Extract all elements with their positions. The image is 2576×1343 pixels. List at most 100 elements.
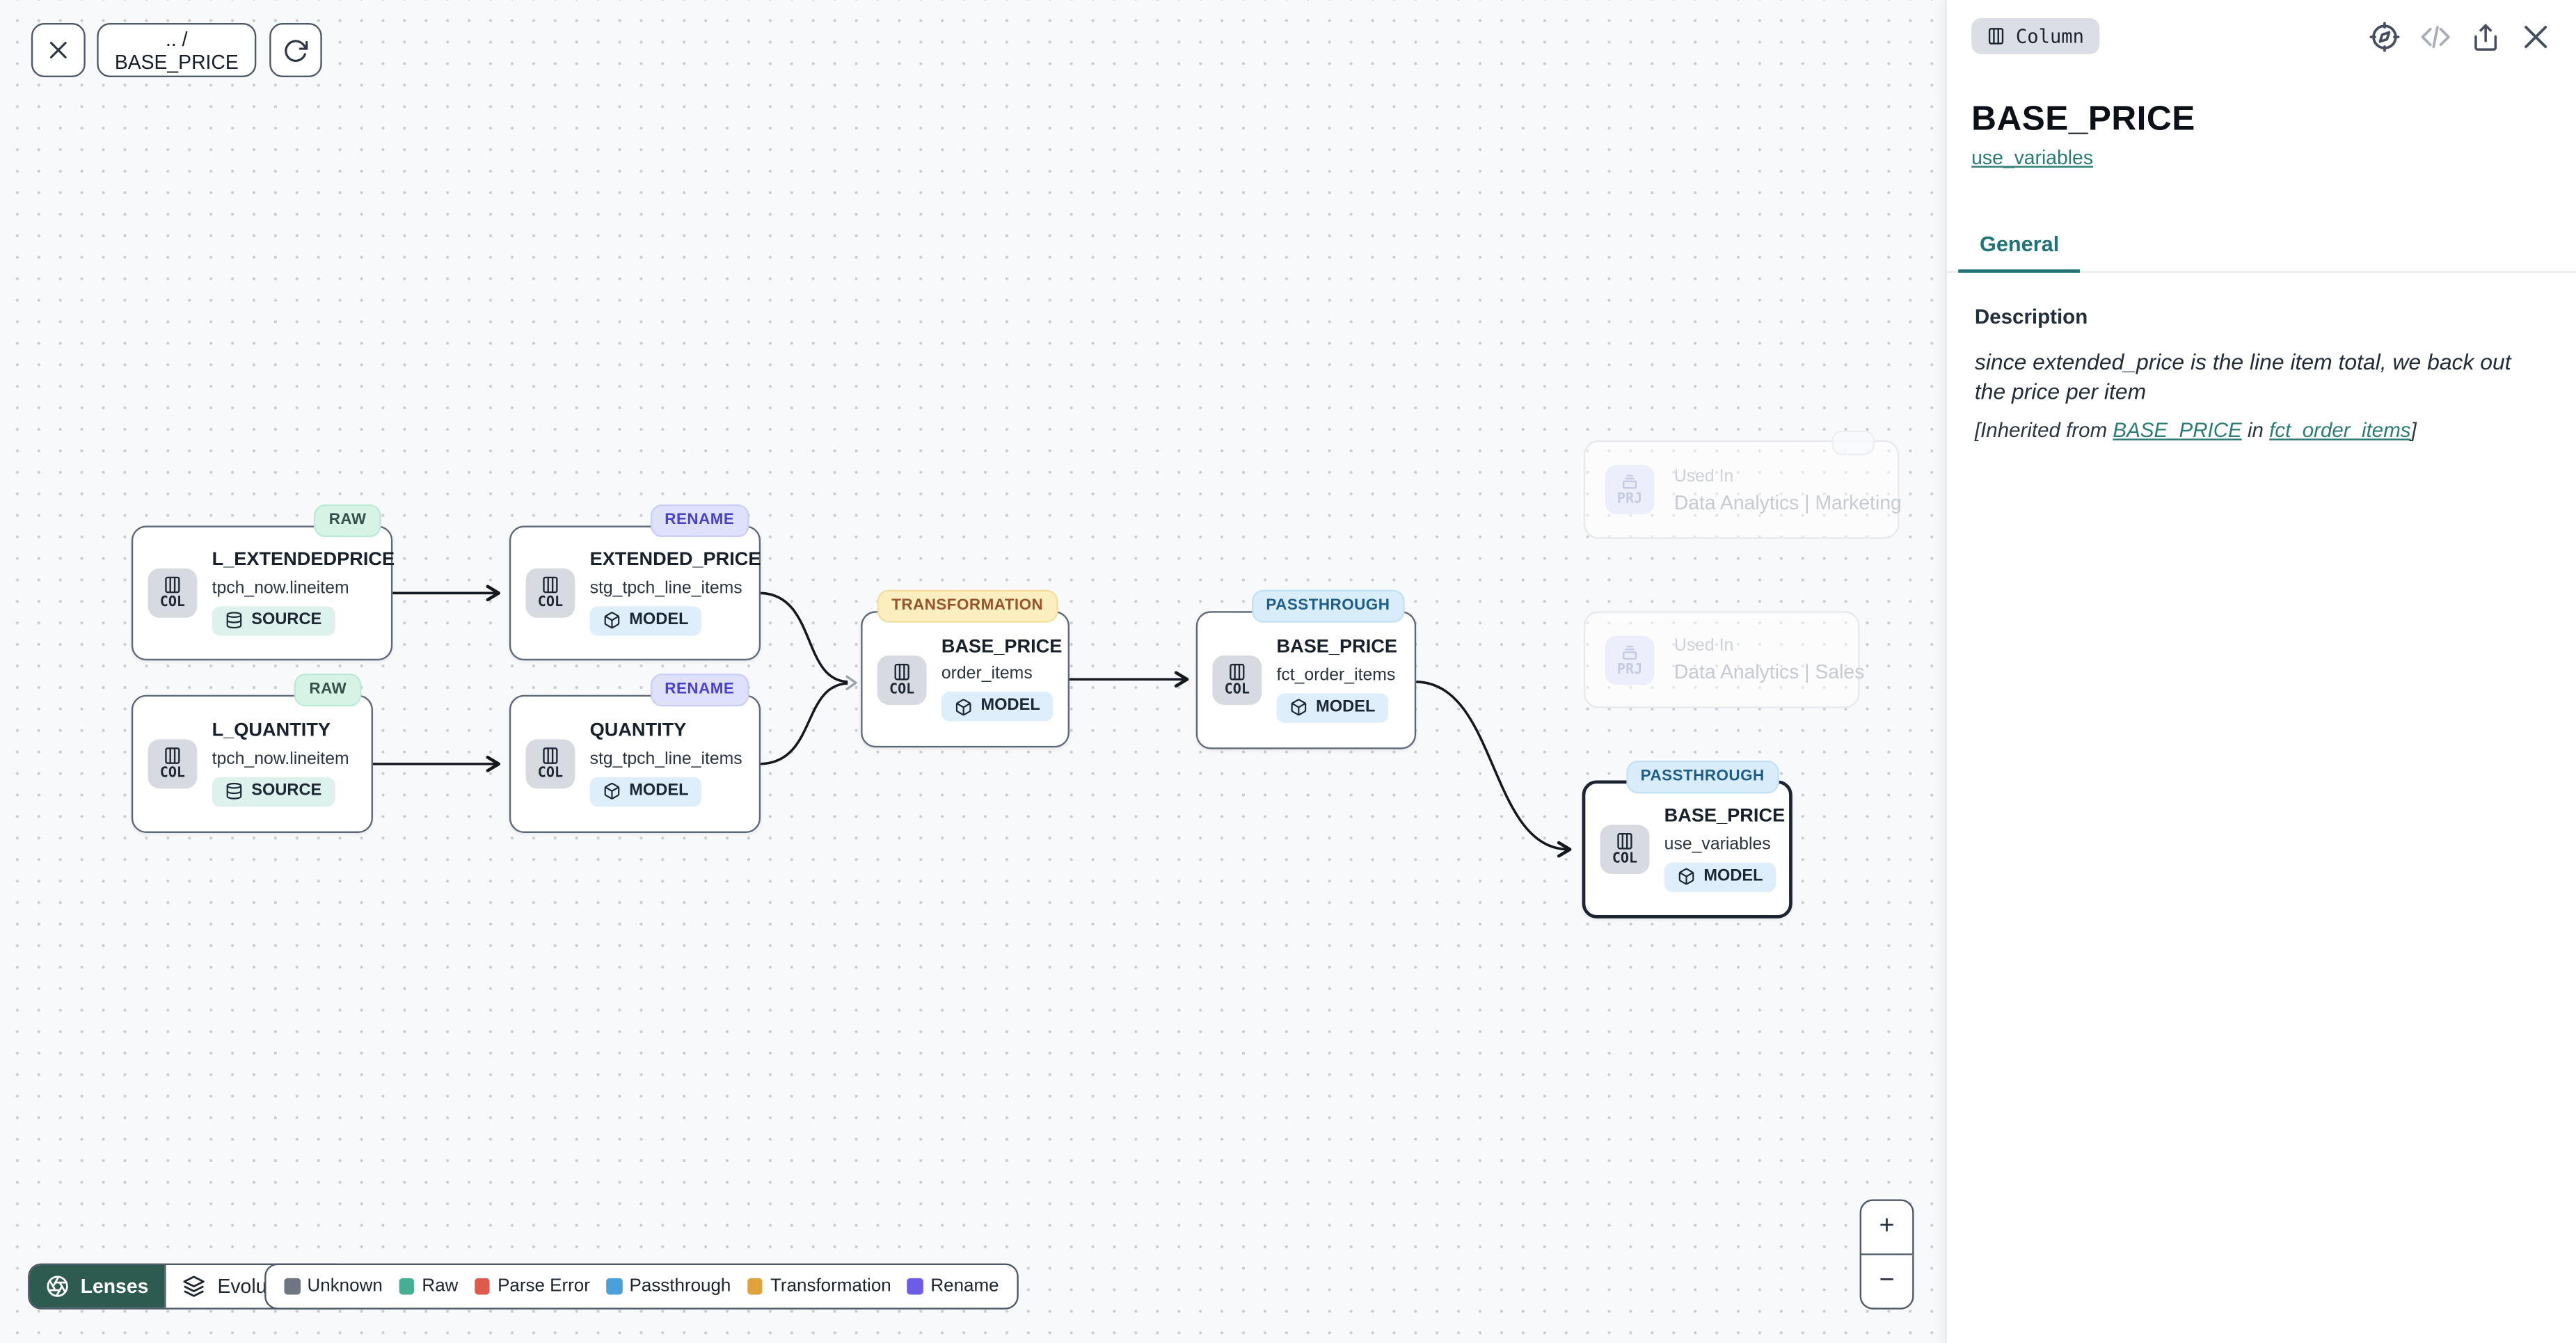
share-button[interactable] (2471, 22, 2500, 51)
node-kind-label: MODEL (1703, 867, 1763, 887)
node-subtitle: order_items (941, 664, 1055, 683)
legend-label: Raw (422, 1276, 458, 1296)
legend-swatch (907, 1278, 923, 1294)
ghost-node-label: Used In (1674, 636, 1838, 655)
zoom-out-button[interactable]: − (1861, 1253, 1912, 1308)
node-type-badge: RAW (314, 504, 381, 538)
node-l-extendedprice[interactable]: RAW COL L_EXTENDEDPRICE tpch_now.lineite… (132, 526, 392, 661)
column-type-chip: COL (148, 569, 197, 618)
node-subtitle: stg_tpch_line_items (590, 749, 742, 768)
close-panel-button[interactable] (2520, 22, 2552, 53)
column-type-chip-label: COL (538, 768, 563, 781)
project-type-chip: PRJ (1605, 465, 1655, 514)
node-base-price-use-variables[interactable]: PASSTHROUGH COL BASE_PRICE use_variables… (1582, 780, 1792, 918)
column-type-chip-label: COL (160, 768, 185, 781)
node-content: COL L_QUANTITY tpch_now.lineitem SOURCE (133, 697, 371, 832)
legend-item: Raw (399, 1276, 458, 1296)
model-cube-icon (603, 782, 621, 800)
ghost-node-label: Used In (1674, 466, 1878, 485)
column-type-chip: COL (1212, 655, 1262, 705)
model-link[interactable]: use_variables (1971, 146, 2093, 169)
share-icon (2471, 22, 2500, 51)
project-type-chip: PRJ (1605, 635, 1655, 685)
refresh-icon (283, 37, 309, 63)
legend-label: Rename (930, 1276, 999, 1296)
legend-swatch (747, 1278, 763, 1294)
node-content: COL EXTENDED_PRICE stg_tpch_line_items M… (511, 527, 759, 659)
project-type-chip-label: PRJ (1617, 663, 1642, 677)
legend-label: Passthrough (630, 1276, 731, 1296)
node-content: COL L_EXTENDEDPRICE tpch_now.lineitem SO… (133, 527, 391, 659)
node-type-badge: RENAME (650, 674, 749, 707)
columns-icon (541, 575, 560, 595)
edge-quantity-baseprice (761, 683, 848, 764)
ghost-content: PRJ Used In Data Analytics | Sales (1585, 613, 1858, 707)
column-type-chip-label: COL (160, 597, 185, 611)
inherited-prefix: [Inherited from (1975, 419, 2113, 442)
view-code-button[interactable] (2420, 22, 2451, 53)
details-panel: Column BASE_PRICE use_variables General … (1945, 0, 2576, 1343)
legend-swatch (475, 1278, 490, 1294)
node-kind-chip: MODEL (590, 605, 702, 635)
node-kind-label: MODEL (629, 610, 688, 630)
tab-general[interactable]: General (1958, 218, 2081, 273)
node-kind-label: MODEL (980, 697, 1040, 716)
node-type-badge: TRANSFORMATION (877, 590, 1058, 623)
code-icon (2420, 22, 2451, 53)
node-type-badge: RAW (294, 674, 361, 707)
node-subtitle: use_variables (1664, 834, 1776, 854)
columns-icon (1615, 832, 1635, 851)
node-kind-chip: MODEL (1664, 862, 1776, 891)
node-base-price-fct-order-items[interactable]: PASSTHROUGH COL BASE_PRICE fct_order_ite… (1196, 611, 1416, 749)
refresh-button[interactable] (269, 23, 322, 77)
edge-fctorderitems-usevariables (1416, 682, 1569, 850)
description-heading: Description (1975, 305, 2088, 328)
explore-button[interactable] (2369, 22, 2401, 53)
legend: Unknown Raw Parse Error Passthrough Tran… (264, 1264, 1019, 1310)
legend-item: Transformation (747, 1276, 891, 1296)
column-type-chip: COL (877, 655, 927, 704)
merge-arrowhead (847, 676, 856, 689)
node-base-price-order-items[interactable]: TRANSFORMATION COL BASE_PRICE order_item… (861, 611, 1070, 747)
columns-icon (163, 746, 182, 765)
node-title: BASE_PRICE (941, 637, 1055, 660)
ghost-node-used-in-sales[interactable]: PRJ Used In Data Analytics | Sales (1584, 611, 1860, 708)
node-extended-price[interactable]: RENAME COL EXTENDED_PRICE stg_tpch_line_… (509, 526, 761, 661)
lenses-button[interactable]: Lenses (29, 1265, 164, 1308)
lineage-canvas[interactable]: .. / BASE_PRICE RAW COL L_EXTENDEDPRICE … (0, 0, 1945, 1343)
inherited-model-link[interactable]: fct_order_items (2269, 419, 2410, 442)
node-kind-label: SOURCE (251, 610, 321, 630)
node-kind-chip: MODEL (590, 777, 702, 806)
project-type-chip-label: PRJ (1617, 493, 1642, 507)
node-type-badge: RENAME (650, 504, 749, 538)
node-kind-chip: SOURCE (212, 777, 335, 806)
project-stack-icon (1620, 472, 1639, 491)
column-type-chip: COL (148, 739, 197, 788)
node-content: COL QUANTITY stg_tpch_line_items MODEL (511, 697, 759, 832)
node-quantity[interactable]: RENAME COL QUANTITY stg_tpch_line_items … (509, 695, 761, 833)
zoom-in-button[interactable]: + (1861, 1201, 1912, 1254)
columns-icon (163, 575, 182, 595)
node-content: COL BASE_PRICE order_items MODEL (863, 613, 1068, 746)
legend-label: Transformation (770, 1276, 891, 1296)
aperture-icon (46, 1275, 69, 1298)
ghost-node-used-in-marketing[interactable]: PRJ Used In Data Analytics | Marketing (1584, 440, 1899, 539)
entity-type-chip: Column (1971, 18, 2099, 54)
canvas-close-button[interactable] (31, 23, 86, 77)
node-kind-label: SOURCE (251, 781, 321, 801)
column-type-chip: COL (526, 739, 575, 788)
node-l-quantity[interactable]: RAW COL L_QUANTITY tpch_now.lineitem SOU… (132, 695, 373, 833)
ghost-node-name: Data Analytics | Sales (1674, 660, 1838, 683)
edge-extendedprice-baseprice (761, 593, 848, 681)
panel-title: BASE_PRICE (1971, 100, 2195, 140)
ghost-node-name: Data Analytics | Marketing (1674, 491, 1878, 514)
column-type-chip-label: COL (889, 683, 914, 697)
breadcrumb[interactable]: .. / BASE_PRICE (97, 23, 256, 77)
legend-item: Passthrough (606, 1276, 731, 1296)
lenses-button-label: Lenses (81, 1275, 149, 1298)
inherited-column-link[interactable]: BASE_PRICE (2113, 419, 2241, 442)
compass-icon (2369, 22, 2401, 53)
node-subtitle: fct_order_items (1276, 665, 1397, 684)
legend-swatch (606, 1278, 621, 1294)
inherited-mid: in (2242, 419, 2269, 442)
